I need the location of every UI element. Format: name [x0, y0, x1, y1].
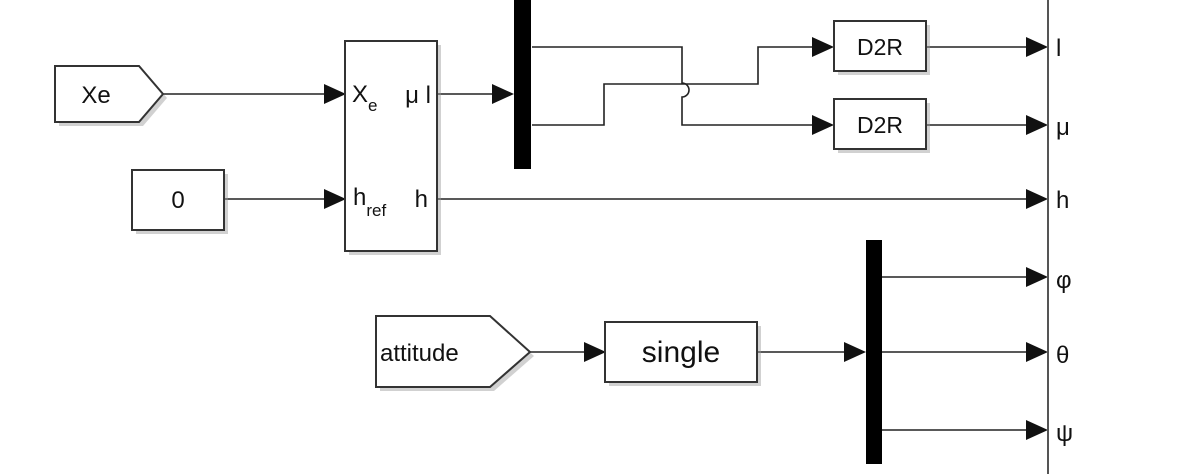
port-href-label: href — [353, 184, 386, 220]
output-signal-labels: l μ h φ θ ψ — [1056, 35, 1073, 447]
port-h-label: h — [415, 186, 428, 213]
output-label-l: l — [1056, 35, 1061, 62]
output-label-theta: θ — [1056, 342, 1069, 369]
goto-xe-label: Xe — [81, 82, 110, 109]
constant-block-zero[interactable]: 0 — [131, 169, 228, 234]
arrowhead — [812, 115, 834, 135]
arrowhead — [844, 342, 866, 362]
d2r-top-label: D2R — [857, 34, 903, 60]
d2r-block-bottom[interactable]: D2R — [833, 98, 930, 153]
d2r-block-top[interactable]: D2R — [833, 20, 930, 75]
output-label-mu: μ — [1056, 114, 1070, 141]
port-xe-sub: e — [368, 96, 377, 115]
geodetic-converter-block[interactable]: Xe μ l href h — [344, 40, 441, 255]
signal-lines — [163, 46, 1028, 431]
port-mu-l-label: μ l — [405, 82, 431, 109]
demux-bar-position[interactable] — [514, 0, 531, 169]
port-href-sub: ref — [366, 201, 386, 220]
data-type-conversion-block[interactable]: single — [604, 321, 761, 386]
goto-block-attitude[interactable]: attitude — [375, 315, 534, 391]
arrowhead — [324, 189, 346, 209]
output-label-psi: ψ — [1056, 420, 1073, 447]
arrowhead — [1026, 115, 1048, 135]
port-xe-base: X — [352, 81, 368, 108]
arrowhead — [1026, 342, 1048, 362]
port-href-base: h — [353, 184, 366, 211]
arrowhead — [492, 84, 514, 104]
arrowhead — [1026, 37, 1048, 57]
wire-demux-l-to-d2r[interactable] — [532, 46, 814, 126]
arrowhead — [1026, 420, 1048, 440]
single-cast-label: single — [642, 336, 720, 369]
port-xe-label: Xe — [352, 81, 377, 115]
demux-bar-attitude[interactable] — [866, 240, 882, 464]
goto-block-xe[interactable]: Xe — [54, 65, 167, 126]
signal-arrowheads — [324, 37, 1048, 440]
constant-zero-label: 0 — [171, 187, 184, 214]
arrowhead — [1026, 267, 1048, 287]
arrowhead — [1026, 189, 1048, 209]
wire-demux-mu-to-d2r[interactable] — [532, 46, 814, 126]
arrowhead — [812, 37, 834, 57]
d2r-bottom-label: D2R — [857, 112, 903, 138]
goto-attitude-label: attitude — [380, 340, 459, 367]
arrowhead — [324, 84, 346, 104]
arrowhead — [584, 342, 606, 362]
output-label-h: h — [1056, 187, 1069, 214]
output-label-phi: φ — [1056, 267, 1072, 294]
